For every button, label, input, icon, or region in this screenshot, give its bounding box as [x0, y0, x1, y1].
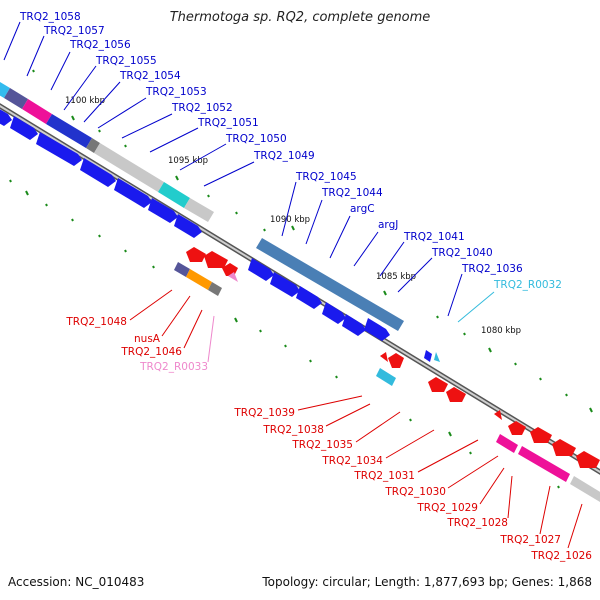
gene-label: TRQ2_1046 [120, 346, 182, 358]
gene-arrow [114, 178, 152, 208]
scale-label: 1080 kbp [481, 326, 521, 336]
scale-label: 1100 kbp [65, 96, 105, 106]
feature-bar [256, 238, 404, 331]
rna-leader-line [457, 291, 495, 323]
forward-feature-bars [0, 82, 404, 331]
rna-arrow [228, 272, 238, 282]
forward-leader-lines [3, 21, 463, 317]
gene-label: nusA [134, 333, 161, 345]
rna-label: TRQ2_R0033 [139, 361, 208, 373]
gene-label: TRQ2_1053 [145, 86, 207, 98]
feature-bar [4, 88, 28, 109]
feature-bar [570, 476, 600, 502]
gene-arrow [322, 302, 346, 324]
reverse-gene-labels: TRQ2_1048 nusA TRQ2_1046 TRQ2_R0033 TRQ2… [65, 316, 592, 562]
feature-bar [376, 368, 396, 386]
feature-bar [46, 114, 92, 148]
gene-arrow [174, 214, 202, 238]
gene-arrow [80, 158, 116, 187]
scale-label: 1090 kbp [270, 215, 310, 225]
feature-bar [0, 82, 10, 98]
forward-gene-arrows [0, 109, 440, 362]
reverse-feature-bars [174, 262, 600, 502]
gene-arrow [424, 350, 432, 362]
gene-label: TRQ2_1056 [69, 39, 131, 51]
reverse-leader-lines [129, 289, 583, 549]
gene-label: TRQ2_1048 [65, 316, 127, 328]
gene-arrow [36, 132, 82, 166]
rna-arrow [434, 352, 440, 362]
gene-label: TRQ2_1029 [416, 502, 478, 514]
accession-text: Accession: NC_010483 [8, 575, 145, 589]
feature-bar [208, 282, 222, 296]
scale-label: 1095 kbp [168, 156, 208, 166]
gene-label: argC [350, 203, 375, 215]
gene-label: argJ [378, 219, 398, 231]
feature-bar [518, 446, 570, 482]
gene-label: TRQ2_1034 [321, 455, 383, 467]
gene-label: TRQ2_1036 [461, 263, 523, 275]
gene-arrow [342, 314, 366, 336]
feature-bar [86, 138, 100, 153]
position-ticks [9, 69, 593, 489]
gene-arrow [380, 352, 388, 362]
gene-arrow [148, 198, 178, 223]
gene-label: TRQ2_1055 [95, 55, 157, 67]
gene-arrow [296, 286, 322, 309]
gene-arrow [10, 116, 38, 140]
gene-label: TRQ2_1050 [225, 133, 287, 145]
gene-label: TRQ2_1049 [253, 150, 315, 162]
gene-arrow [0, 109, 12, 126]
gene-arrow [552, 439, 576, 456]
gene-label: TRQ2_1044 [321, 187, 383, 199]
gene-label: TRQ2_1057 [43, 25, 105, 37]
feature-bar [158, 182, 190, 208]
gene-arrow [508, 421, 526, 435]
gene-arrow [248, 258, 274, 281]
gene-label: TRQ2_1035 [291, 439, 353, 451]
reverse-gene-arrows [186, 247, 600, 468]
gene-arrow [530, 427, 552, 443]
feature-bar [186, 269, 212, 290]
genome-title: Thermotoga sp. RQ2, complete genome [169, 10, 431, 25]
feature-bar [496, 434, 518, 453]
rna-label: TRQ2_R0032 [493, 279, 562, 291]
gene-arrow [388, 353, 404, 368]
gene-arrow [204, 251, 228, 268]
gene-label: TRQ2_1039 [233, 407, 295, 419]
gene-label: TRQ2_1041 [403, 231, 465, 243]
gene-arrow [364, 318, 390, 341]
gene-arrow [576, 451, 600, 468]
feature-bar [174, 262, 190, 277]
gene-arrow [446, 387, 466, 402]
gene-label: TRQ2_1030 [384, 486, 446, 498]
rna-leader-line [207, 315, 215, 363]
topology-text: Topology: circular; Length: 1,877,693 bp… [262, 575, 592, 589]
gene-arrow [428, 377, 448, 392]
gene-label: TRQ2_1040 [431, 247, 493, 259]
gene-arrow [270, 272, 300, 297]
gene-label: TRQ2_1058 [19, 11, 81, 23]
gene-arrow [186, 247, 206, 262]
feature-bar [184, 198, 214, 222]
gene-label: TRQ2_1038 [262, 424, 324, 436]
gene-label: TRQ2_1026 [530, 550, 592, 562]
gene-label: TRQ2_1045 [295, 171, 357, 183]
gene-label: TRQ2_1031 [353, 470, 415, 482]
gene-label: TRQ2_1051 [197, 117, 259, 129]
gene-label: TRQ2_1052 [171, 102, 233, 114]
scale-label: 1085 kbp [376, 272, 416, 282]
feature-bar [94, 143, 164, 192]
scale-labels: 1100 kbp 1095 kbp 1090 kbp 1085 kbp 1080… [65, 96, 521, 336]
feature-bar [22, 99, 52, 124]
gene-label: TRQ2_1028 [446, 517, 508, 529]
gene-label: TRQ2_1027 [499, 534, 561, 546]
forward-gene-labels: TRQ2_1058 TRQ2_1057 TRQ2_1056 TRQ2_1055 … [19, 11, 562, 291]
gene-label: TRQ2_1054 [119, 70, 181, 82]
gene-arrow [494, 410, 502, 420]
